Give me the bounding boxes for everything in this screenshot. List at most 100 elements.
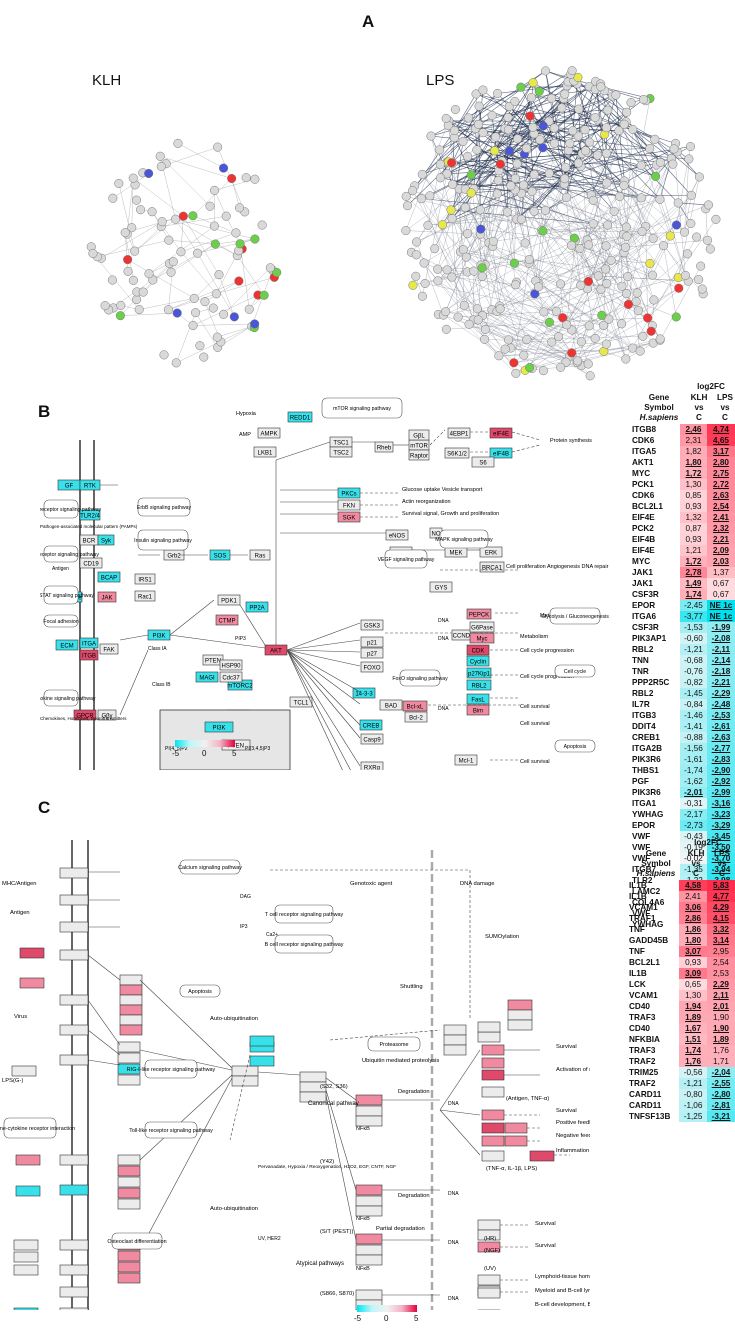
network-edge <box>549 224 608 323</box>
network-node <box>447 272 457 282</box>
klh-value: -0,84 <box>680 699 707 710</box>
klh-value: -2,17 <box>680 809 707 820</box>
pathway-text: B-cell development, B-cell survival <box>535 1302 590 1308</box>
klh-value: -3,77 <box>680 611 707 622</box>
network-edge <box>480 234 482 266</box>
node-label: RBL2 <box>471 684 487 690</box>
network-node <box>147 207 157 217</box>
network-node <box>442 169 452 179</box>
gene-symbol: VWF <box>632 909 651 918</box>
network-node <box>705 244 715 254</box>
network-node <box>525 363 535 373</box>
panel-b-gene-table: log2FC Gene KLH LPS Symbol vs vs H.sapie… <box>630 382 735 930</box>
pathway-node <box>119 994 143 1006</box>
pathway-node <box>355 1254 383 1266</box>
network-node <box>123 255 133 265</box>
node-box <box>55 639 79 651</box>
lps-value: 2,63 <box>706 490 735 501</box>
gene-symbol: CREB1 <box>632 733 660 742</box>
pathway-node <box>59 1239 89 1251</box>
network-node <box>463 151 473 161</box>
node-label: ECM <box>60 644 73 650</box>
network-node <box>495 159 505 169</box>
network-node <box>128 275 138 285</box>
pathway-box-label: B cell receptor signaling pathway <box>40 552 99 558</box>
table-row: TNR-0,76-2,18 <box>630 666 735 677</box>
node-label: Bcl-2 <box>409 716 423 722</box>
node-cyclin: Cyclin <box>466 655 490 667</box>
network-node <box>651 171 661 181</box>
gene-symbol: TNFSF13B <box>629 1112 671 1121</box>
network-node <box>588 195 598 205</box>
klh-value: 3,09 <box>679 968 708 979</box>
network-edge <box>204 280 239 302</box>
lps-network <box>401 66 721 381</box>
node-label: GF <box>65 484 74 490</box>
pathway-node <box>117 1063 141 1075</box>
lps-value: -2,92 <box>706 776 735 787</box>
lps-value: -2,61 <box>706 721 735 732</box>
pathway-node <box>59 1184 89 1196</box>
network-node <box>193 248 203 258</box>
lps-value: 2,54 <box>706 501 735 512</box>
pathway-node <box>117 1261 141 1273</box>
network-node <box>633 306 643 316</box>
lps-network-label: LPS <box>426 72 455 89</box>
node-p27kip1: p27Kip1 <box>466 667 492 679</box>
lps-value: 0,67 <box>706 578 735 589</box>
osteoclast-box <box>111 1232 163 1250</box>
network-edge <box>405 93 498 197</box>
pathway-node <box>477 1021 501 1033</box>
toll-pathway-box <box>144 1121 198 1139</box>
network-node <box>88 248 98 258</box>
network-node <box>408 186 418 196</box>
klh-value: -0,02 <box>680 853 707 864</box>
pathway-text: Auto-ubiquitination <box>210 1206 258 1212</box>
network-node <box>638 331 648 341</box>
network-edge <box>197 253 235 317</box>
pathway-node <box>355 1105 383 1117</box>
network-edge <box>473 82 534 189</box>
network-node <box>420 278 430 289</box>
network-node <box>435 173 446 183</box>
network-node <box>416 194 426 204</box>
pathway-arrow <box>439 1109 481 1116</box>
network-edge <box>535 280 604 326</box>
pathway-text: DNA <box>438 706 449 712</box>
klh-value: 1,86 <box>679 924 708 935</box>
lps-value: 2,72 <box>706 479 735 490</box>
network-node <box>423 220 433 230</box>
node-mtor: mTOR <box>408 439 430 451</box>
network-node <box>520 238 530 248</box>
network-node <box>500 344 510 354</box>
network-node <box>528 122 538 132</box>
network-edge <box>499 288 588 307</box>
network-edge <box>416 193 522 243</box>
network-node <box>535 135 545 145</box>
gene-symbol: PIK3R6 <box>632 755 661 764</box>
node-label: MAGI <box>199 676 215 682</box>
focal-pathway-box <box>43 614 79 628</box>
gene-symbol: EPOR <box>632 601 656 610</box>
table-row: PIK3R6-1,61-2,83 <box>630 754 735 765</box>
pathway-text: Glucose uptake Vesicle transport <box>402 487 483 493</box>
pathway-text: (HR) <box>484 1236 496 1242</box>
species-header: H.sapiens <box>636 869 676 878</box>
symbol-header: Symbol <box>644 403 674 412</box>
node-ras: Ras <box>249 549 271 561</box>
cellcycle-box <box>554 664 596 678</box>
klh-value: 1,30 <box>680 479 707 490</box>
network-node <box>603 220 613 230</box>
table-row: RBL2-1,21-2,11 <box>630 644 735 655</box>
node-bcl-xl: Bcl-xL <box>402 700 428 712</box>
network-edge <box>578 109 588 241</box>
pathway-arrow <box>286 639 361 651</box>
pathway-arrow <box>439 1109 481 1156</box>
pathway-node <box>117 1041 141 1053</box>
pathway-node <box>481 1150 505 1162</box>
pathway-arrow <box>139 979 233 1069</box>
